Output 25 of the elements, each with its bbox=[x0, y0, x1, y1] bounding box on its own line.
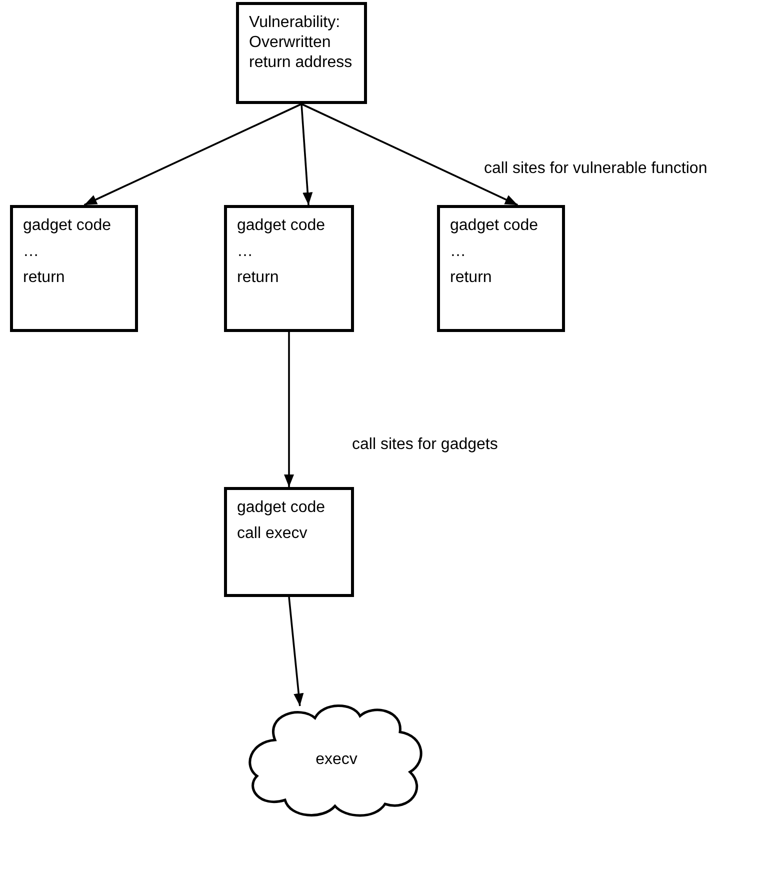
process-box bbox=[437, 205, 565, 332]
annotation-text: call sites for vulnerable function bbox=[484, 160, 708, 178]
process-box bbox=[236, 2, 367, 104]
node-text: return bbox=[450, 268, 493, 288]
node-text: return bbox=[237, 268, 280, 288]
node-text: … bbox=[450, 242, 467, 262]
node-text: gadget code bbox=[237, 216, 326, 236]
node-text: … bbox=[23, 242, 40, 262]
edge-label: call sites for gadgets bbox=[352, 436, 498, 454]
node-text: gadget code bbox=[450, 216, 540, 236]
node-text: call execv bbox=[237, 524, 308, 544]
node-text: … bbox=[237, 242, 254, 262]
arrow bbox=[284, 332, 294, 487]
node-text: execv bbox=[316, 751, 358, 769]
arrow bbox=[300, 104, 313, 206]
arrow bbox=[288, 596, 304, 706]
arrow bbox=[84, 103, 302, 206]
process-box bbox=[224, 487, 354, 597]
node-text: gadget code bbox=[237, 498, 326, 518]
node-text: return bbox=[23, 268, 66, 288]
process-box bbox=[10, 205, 138, 332]
node-text: gadget code bbox=[23, 216, 112, 236]
node-text: Vulnerability: Overwritten return address bbox=[249, 13, 354, 73]
arrow bbox=[301, 103, 518, 206]
process-box bbox=[224, 205, 354, 332]
